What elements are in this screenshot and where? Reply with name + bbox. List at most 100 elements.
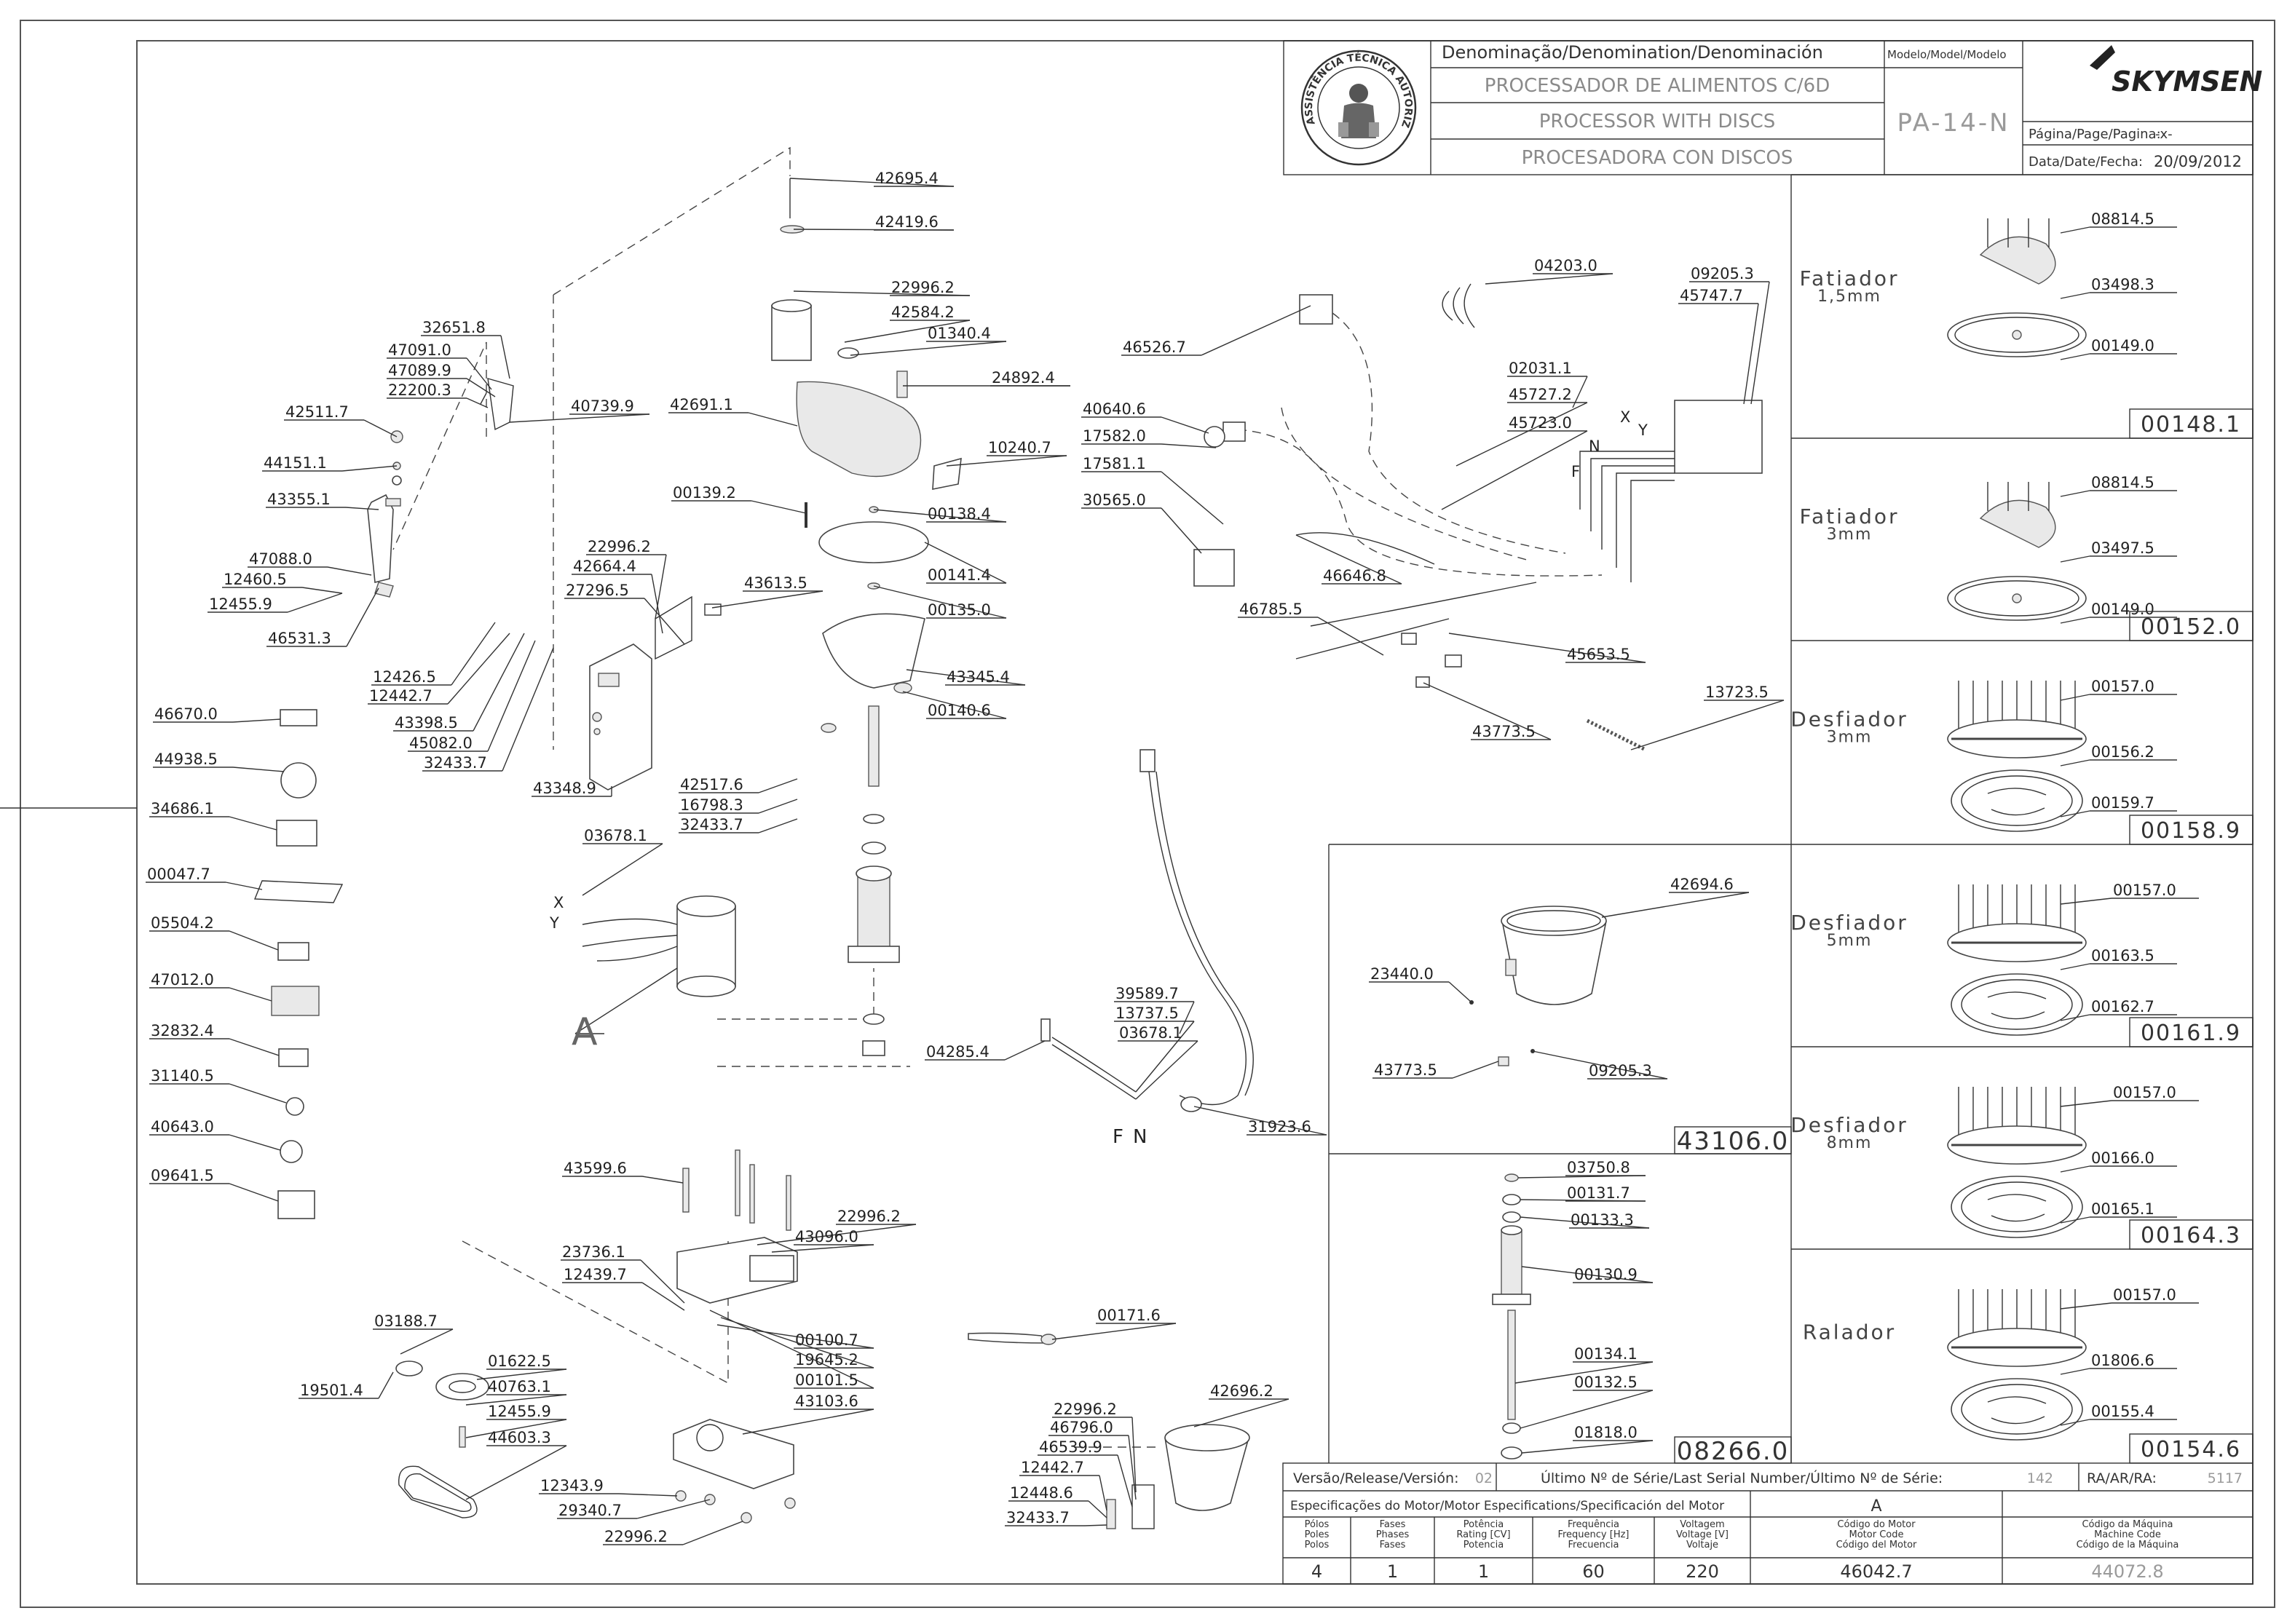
- part-callout: 32433.7: [422, 647, 554, 772]
- footer-column-header: Código do Motor: [1837, 1519, 1916, 1530]
- part-callout: 00131.7: [1520, 1184, 1646, 1202]
- part-callout: 44151.1: [262, 454, 398, 472]
- part-callout: 42695.4: [789, 170, 955, 187]
- part-callout: 45723.0: [1441, 414, 1588, 510]
- part-callout: 03678.1: [1118, 1024, 1198, 1100]
- part-number-label: 31923.6: [1248, 1118, 1311, 1136]
- motor-spec-label: Especificações do Motor/Motor Especifica…: [1290, 1499, 1724, 1513]
- part-number-label: 00166.0: [2091, 1149, 2154, 1167]
- part-callout: 30565.0: [1081, 491, 1202, 554]
- part-number-label: 01818.0: [1574, 1424, 1638, 1441]
- part-number-label: 40739.9: [571, 397, 634, 415]
- part-number-label: 42419.6: [875, 213, 939, 231]
- seal-text: ASSISTÊNCIA TÉCNICA AUTORIZADA: [0, 0, 1414, 129]
- part-callout: 46539.9: [1038, 1438, 1133, 1508]
- part-callout: 01818.0: [1521, 1424, 1654, 1454]
- footer-column-header: Fases: [1380, 1540, 1406, 1550]
- footer-column-header: Machine Code: [2094, 1529, 2161, 1540]
- disc-kit-code: 00154.6: [2141, 1437, 2241, 1462]
- part-callout: 43345.4: [906, 668, 1026, 686]
- part-number-label: 47091.0: [388, 341, 451, 359]
- part-callout: 12448.6: [1008, 1484, 1107, 1518]
- part-number-label: 00133.3: [1571, 1211, 1634, 1229]
- part-number-label: 43613.5: [744, 574, 807, 592]
- wire-letter: X: [1620, 408, 1630, 426]
- footer-column-header: Frequency [Hz]: [1557, 1529, 1629, 1540]
- part-callout: 40640.6: [1081, 400, 1209, 434]
- part-number-label: 43096.0: [795, 1228, 858, 1245]
- part-number-label: 00100.7: [795, 1331, 858, 1349]
- shaft-drawing: [1492, 1173, 1531, 1459]
- part-callout: 23736.1: [561, 1243, 685, 1304]
- part-number-label: 00157.0: [2113, 1084, 2176, 1101]
- part-callout: 24892.4: [903, 369, 1070, 387]
- name-es: PROCESADORA CON DISCOS: [1522, 147, 1793, 169]
- footer-column-header: Voltage [V]: [1676, 1529, 1729, 1540]
- disc-name: Desfiador: [1790, 911, 1908, 935]
- footer-column-value: 44072.8: [2091, 1561, 2163, 1582]
- part-number-label: 22200.3: [388, 381, 451, 399]
- part-callout: 12460.5: [222, 571, 343, 594]
- part-callout: 43348.9: [532, 780, 612, 797]
- part-callout: 32832.4: [149, 1022, 280, 1056]
- date-label: Data/Date/Fecha:: [2029, 154, 2143, 170]
- part-number-label: 00159.7: [2091, 794, 2154, 812]
- part-number-label: 12460.5: [224, 571, 287, 588]
- part-number-label: 13737.5: [1115, 1005, 1179, 1022]
- part-callout: 22996.2: [1052, 1401, 1137, 1493]
- part-number-label: 00157.0: [2113, 1286, 2176, 1304]
- part-callout: 00047.7: [146, 866, 263, 890]
- bowl-drawing: [1469, 906, 1607, 1066]
- motor-spec-letter: A: [1871, 1497, 1881, 1516]
- part-number-label: 31140.5: [151, 1067, 214, 1085]
- part-callout: 00140.6: [902, 691, 1007, 719]
- part-number-label: 42696.2: [1210, 1382, 1273, 1400]
- disc-part-callout: 00149.0: [2060, 601, 2177, 624]
- disc-name: Ralador: [1803, 1320, 1896, 1344]
- part-number-label: 00132.5: [1574, 1374, 1638, 1391]
- part-callout: 42419.6: [793, 213, 955, 231]
- footer-column-header: Voltagem: [1680, 1519, 1724, 1530]
- part-callout: 17581.1: [1081, 455, 1224, 525]
- part-number-label: 32832.4: [151, 1022, 214, 1039]
- disc-part-callout: 00157.0: [2060, 1286, 2199, 1310]
- part-number-label: 00131.7: [1567, 1184, 1630, 1202]
- part-callout: 00171.6: [1051, 1307, 1177, 1340]
- part-number-label: 00135.0: [928, 601, 991, 619]
- disc-part-callout: 00157.0: [2060, 882, 2199, 905]
- part-number-label: 32433.7: [1006, 1509, 1070, 1526]
- part-number-label: 42511.7: [285, 403, 349, 421]
- part-callout: 00138.4: [873, 505, 1007, 523]
- part-number-label: 32433.7: [680, 816, 743, 833]
- part-callout: 00130.9: [1521, 1266, 1654, 1283]
- name-en: PROCESSOR WITH DISCS: [1539, 111, 1776, 132]
- disc-name: Fatiador: [1799, 266, 1899, 290]
- part-callout: 45727.2: [1455, 386, 1588, 467]
- main-exploded-drawing: [253, 146, 1763, 1529]
- part-callout: 43773.5: [1423, 682, 1552, 740]
- drawing-frame: [136, 40, 2253, 1585]
- part-callout: 32651.8: [421, 319, 510, 379]
- disc-kit-code: 00158.9: [2141, 818, 2241, 844]
- part-callout: 03188.7: [373, 1312, 454, 1355]
- part-number-label: 01340.4: [928, 325, 991, 342]
- part-number-label: 22996.2: [1054, 1401, 1117, 1418]
- part-callout: 42664.4: [572, 558, 663, 634]
- part-number-label: 03497.5: [2091, 539, 2154, 557]
- footer-column-header: Phases: [1376, 1529, 1410, 1540]
- part-callout: 00135.0: [873, 585, 1007, 619]
- part-callout: 44938.5: [153, 750, 285, 772]
- part-callout: 22996.2: [603, 1521, 743, 1545]
- footer-column-header: Motor Code: [1849, 1529, 1904, 1540]
- disc-size: 3mm: [1827, 526, 1873, 544]
- footer-column-header: Potência: [1463, 1519, 1504, 1530]
- part-number-label: 43348.9: [533, 780, 596, 797]
- footer-column-header: Polos: [1305, 1540, 1330, 1550]
- part-number-label: 45082.0: [409, 734, 473, 752]
- part-callout: 40643.0: [149, 1118, 281, 1151]
- motor-callout-letter: A: [572, 1010, 598, 1054]
- part-callout: 00100.7: [716, 1324, 874, 1349]
- part-number-label: 44938.5: [154, 750, 218, 768]
